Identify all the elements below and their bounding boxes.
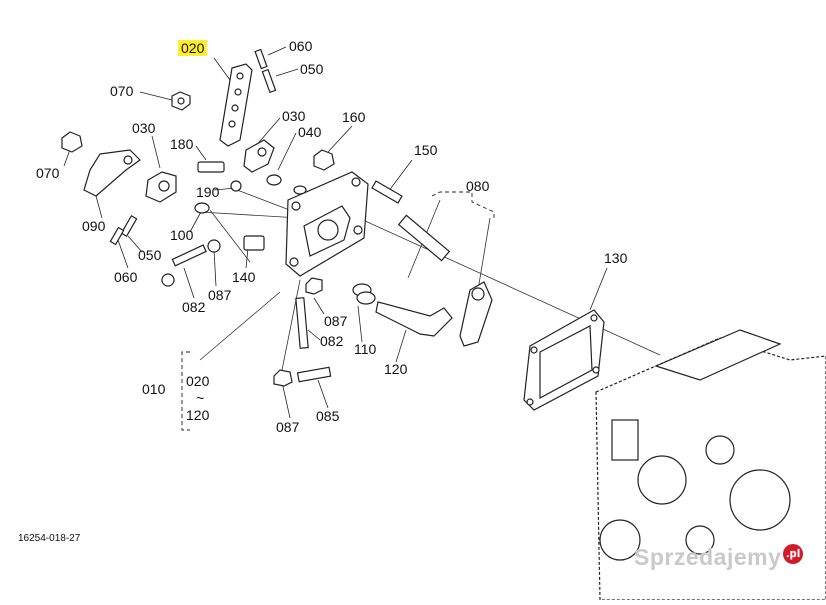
group-label-tilde: ~ [196, 390, 205, 406]
part-label-087: 087 [208, 287, 232, 303]
engine-block [595, 329, 826, 601]
part-label-140: 140 [232, 269, 256, 285]
part-label-190: 190 [196, 184, 220, 200]
part-label-050: 050 [300, 61, 324, 77]
diagram-code: 16254-018-27 [18, 533, 81, 544]
group-brackets [181, 191, 495, 431]
nut-070-top [171, 91, 191, 111]
part-label-010: 010 [142, 381, 166, 397]
housing-plate [285, 171, 369, 277]
gasket-130 [523, 309, 605, 411]
part-label-060: 060 [289, 38, 313, 54]
part-label-087: 087 [276, 419, 300, 435]
part-label-180: 180 [170, 136, 194, 152]
part-label-130: 130 [604, 250, 628, 266]
parts [61, 48, 826, 601]
part-label-160: 160 [342, 109, 366, 125]
part-label-110: 110 [354, 341, 377, 357]
part-label-120: 120 [384, 361, 408, 377]
watermark: Sprzedajemy.pl [634, 544, 804, 571]
group-label-from: 020 [186, 373, 210, 389]
watermark-badge: .pl [783, 544, 804, 564]
shaft-150 [371, 180, 451, 262]
part-label-082: 082 [320, 333, 344, 349]
part-label-050: 050 [138, 247, 162, 263]
watermark-text: Sprzedajemy [634, 544, 782, 570]
part-label-085: 085 [316, 408, 340, 424]
group-label-to: 120 [186, 407, 210, 423]
part-label-090: 090 [82, 218, 106, 234]
part-label-082: 082 [182, 299, 206, 315]
part-label-080: 080 [466, 178, 490, 194]
part-label-100: 100 [170, 227, 194, 243]
spring-110 [352, 283, 376, 305]
part-label-087: 087 [324, 313, 348, 329]
part-label-030: 030 [132, 120, 156, 136]
part-label-070: 070 [36, 165, 60, 181]
part-label-060: 060 [114, 269, 138, 285]
lever-plate-020 [219, 63, 253, 147]
part-label-040: 040 [298, 124, 322, 140]
part-label-020: 020 [178, 40, 208, 56]
part-label-150: 150 [414, 142, 438, 158]
part-label-070: 070 [110, 83, 134, 99]
part-label-030: 030 [282, 108, 306, 124]
